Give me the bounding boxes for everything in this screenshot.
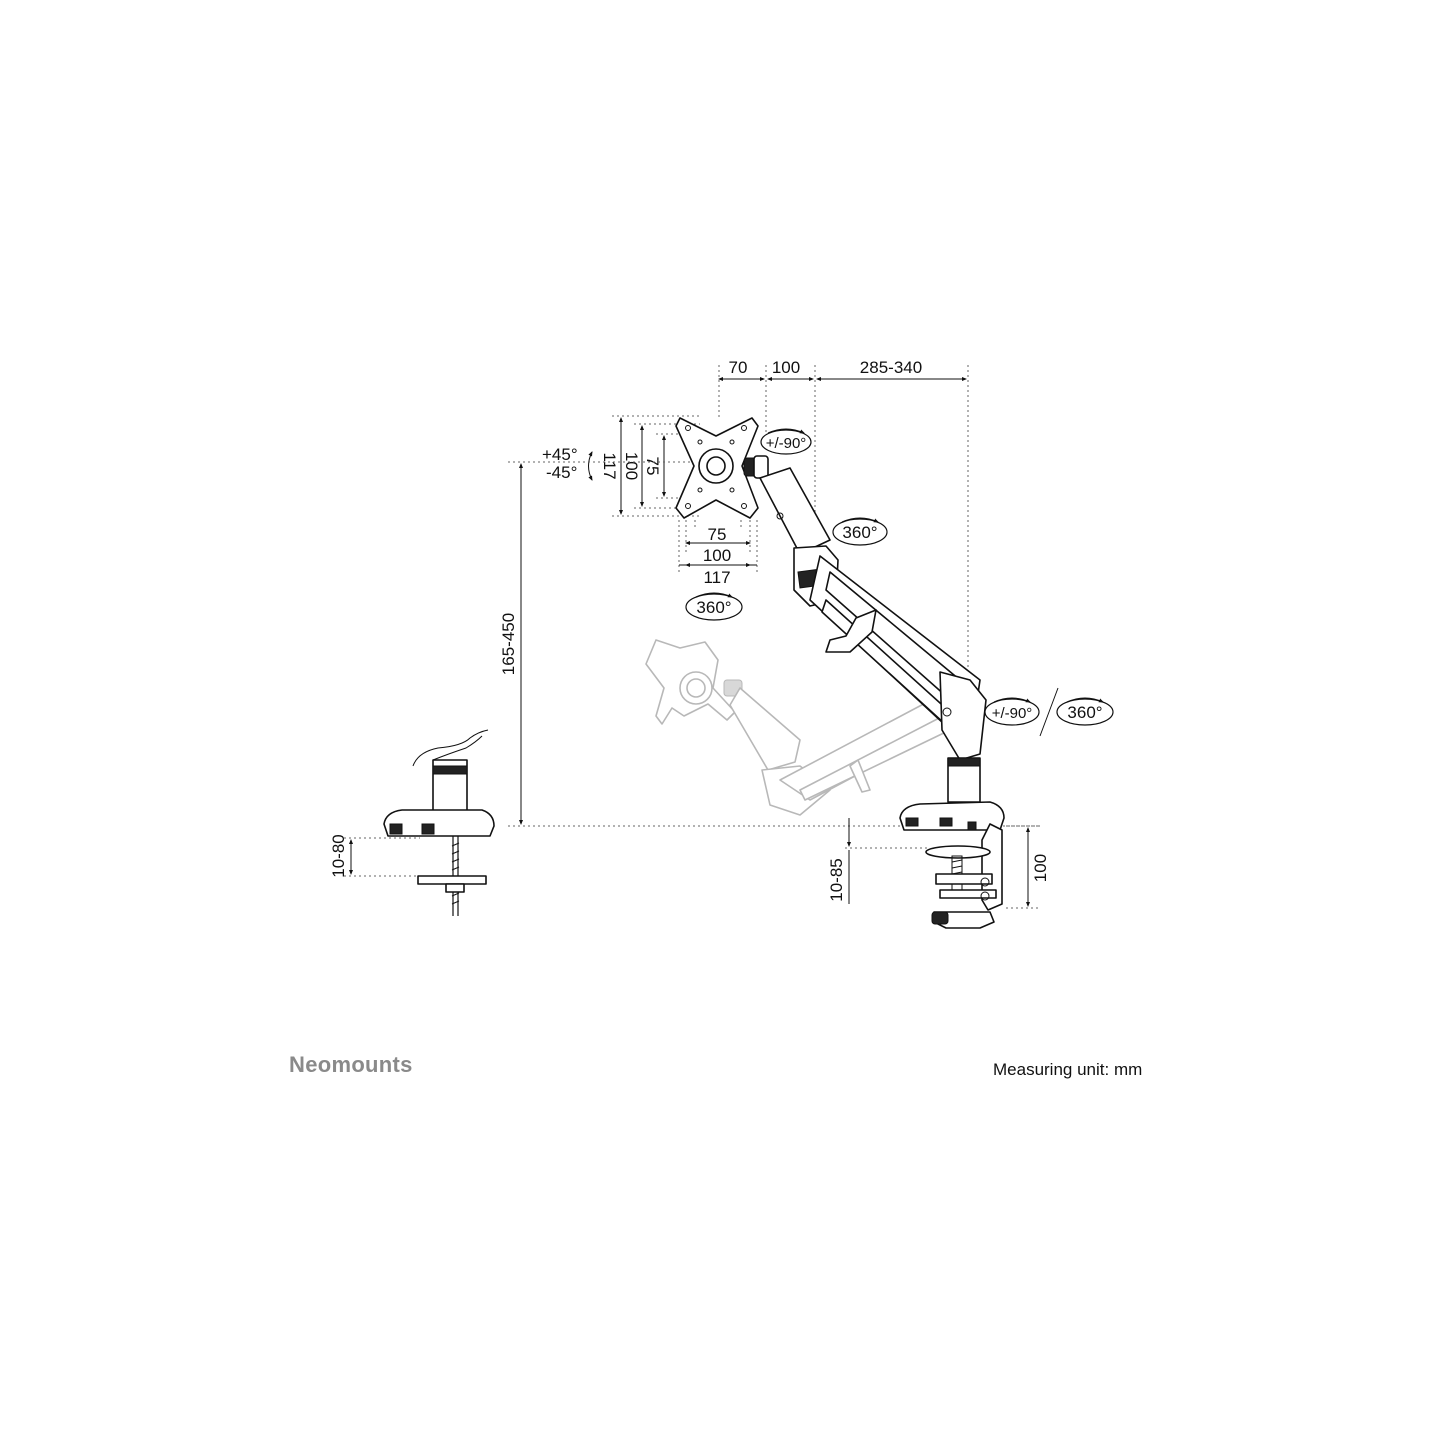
badge-swivel-base-label: 360° (1067, 703, 1102, 722)
dim-height-165-450: 165-450 (499, 613, 518, 675)
dim-clamp-100: 100 (1031, 854, 1050, 882)
dim-plate-75-h: 75 (708, 525, 727, 544)
rotation-arrow-icon (993, 697, 1031, 703)
dim-plate-75-v: 75 (643, 457, 662, 476)
tilt-plus-label: +45° (542, 445, 578, 464)
badge-rotate-plate-label: +/-90° (766, 435, 807, 452)
measuring-unit-note: Measuring unit: mm (993, 1060, 1143, 1079)
badge-swivel-plate-label: 360° (696, 598, 731, 617)
dim-grommet-10-80: 10-80 (329, 834, 348, 877)
height-dimension: 165-450 (499, 461, 1040, 827)
dim-plate-117-h: 117 (703, 568, 730, 587)
tilt-arrow-icon (588, 451, 593, 481)
dim-top-100: 100 (772, 358, 800, 377)
badge-rotate-base-label: +/-90° (992, 705, 1033, 722)
tilt-indicator: +45° -45° (542, 445, 593, 482)
grommet-detail: 10-80 (329, 729, 495, 916)
rotation-arrow-icon (767, 428, 805, 434)
badge-swivel-elbow: 360° (832, 517, 888, 546)
dim-top-70: 70 (729, 358, 748, 377)
ghost-arm (645, 639, 961, 816)
badge-rotate-plate: +/-90° (760, 428, 812, 455)
main-arm (675, 417, 1005, 929)
dim-plate-100-h: 100 (703, 546, 731, 565)
badge-rotate-base: +/-90° (984, 697, 1040, 726)
rotation-arrow-icon (841, 517, 879, 523)
dim-plate-117-v: 117 (600, 452, 619, 479)
clamp-dimensions: 100 10-85 (827, 818, 1050, 909)
rotation-arrow-icon (1066, 697, 1104, 703)
tilt-minus-label: -45° (546, 463, 577, 482)
top-dimensions: 70 100 285-340 (718, 358, 969, 690)
dim-plate-100-v: 100 (622, 452, 641, 480)
brand-logo: Neomounts (289, 1052, 413, 1077)
rotation-arrow-icon (695, 592, 733, 598)
dim-clamp-10-85: 10-85 (827, 858, 846, 901)
badge-swivel-base: 360° (1056, 697, 1114, 726)
plate-dimensions: 117 100 75 75 100 117 (600, 415, 758, 587)
badge-swivel-plate: 360° (685, 592, 743, 621)
badge-swivel-elbow-label: 360° (842, 523, 877, 542)
dim-top-285-340: 285-340 (860, 358, 922, 377)
